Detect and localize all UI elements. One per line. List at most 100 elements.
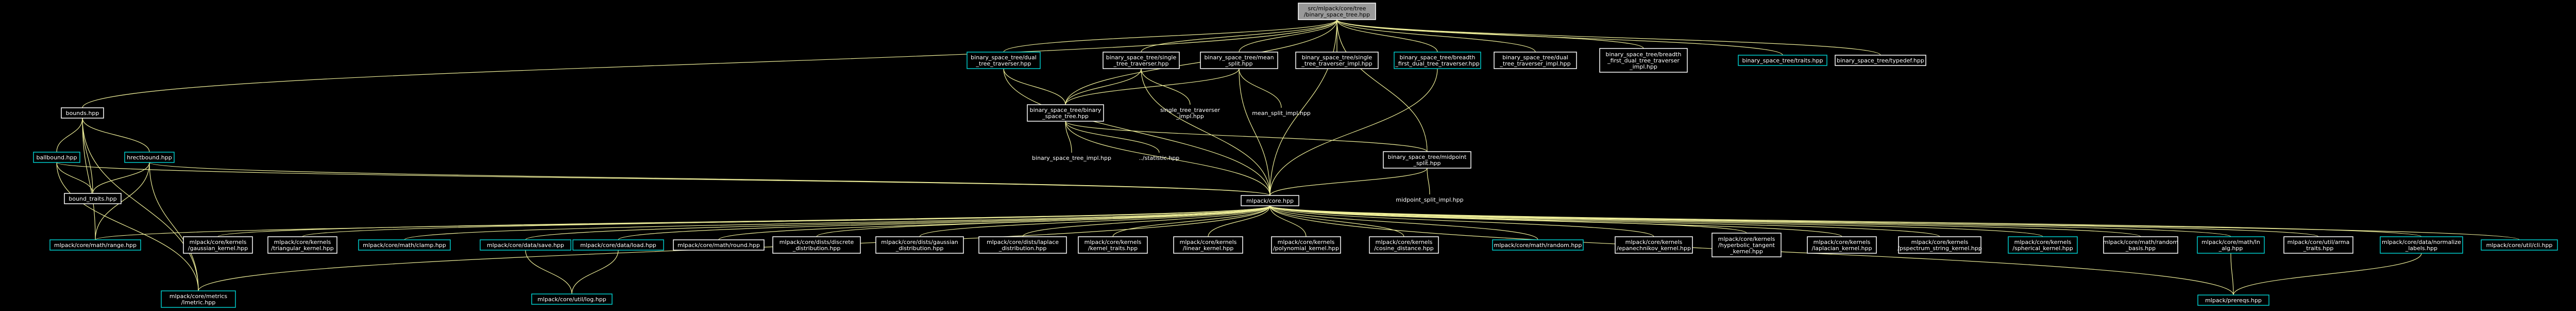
node-bstypedef[interactable]: binary_space_tree/typedef.hpp xyxy=(1835,55,1926,66)
node-label: binary_space_tree/typedef.hpp xyxy=(1837,57,1924,64)
node-random[interactable]: mlpack/core/math/random.hpp xyxy=(1492,239,1584,251)
edge-core-normlabels xyxy=(1269,205,2422,237)
node-clamp[interactable]: mlpack/core/math/clamp.hpp xyxy=(358,239,451,251)
node-meanimpl[interactable]: mean_split_impl.hpp xyxy=(1252,110,1311,117)
node-box xyxy=(124,152,175,163)
node-epan[interactable]: mlpack/core/kernels/epanechnikov_kernel.… xyxy=(1615,236,1693,254)
edge-bsbinary-core xyxy=(1065,121,1270,196)
edge-hrectbound-core xyxy=(149,162,1270,196)
node-bsdualimpl[interactable]: binary_space_tree/dual_tree_traverser_im… xyxy=(1494,52,1577,69)
node-triangular[interactable]: mlpack/core/kernels/triangular_kernel.hp… xyxy=(267,236,337,254)
node-bsdual[interactable]: binary_space_tree/dual_tree_traverser.hp… xyxy=(967,52,1041,69)
node-box xyxy=(1898,236,1981,254)
node-label: /lmetric.hpp xyxy=(181,299,216,306)
node-label: mlpack/core/math/clamp.hpp xyxy=(363,242,446,249)
node-core[interactable]: mlpack/core.hpp xyxy=(1241,195,1299,206)
node-discrete[interactable]: mlpack/core/dists/discrete_distribution.… xyxy=(772,236,861,254)
node-box xyxy=(480,239,571,251)
node-box xyxy=(1298,3,1376,20)
node-box xyxy=(1383,151,1471,169)
node-sfinae[interactable]: mlpack/core/util/cli.hpp xyxy=(2481,239,2558,251)
node-linear[interactable]: mlpack/core/kernels/linear_kernel.hpp xyxy=(1173,236,1243,254)
edge-bsmean-core xyxy=(1239,68,1270,196)
edge-bsbinary-bsimpl xyxy=(1065,121,1072,153)
node-label: mlpack/core/data/load.hpp xyxy=(580,242,656,249)
node-box xyxy=(267,236,337,254)
node-bssingle[interactable]: binary_space_tree/single_tree_traverser.… xyxy=(1103,52,1180,69)
node-label: _distribution.hpp xyxy=(998,245,1047,252)
node-bsbinary[interactable]: binary_space_tree/binary_space_tree.hpp xyxy=(1027,104,1104,122)
node-box xyxy=(1295,52,1379,69)
node-singleimpl[interactable]: single_tree_traverser_impl.hpp xyxy=(1160,107,1221,120)
node-box xyxy=(978,236,1067,254)
node-root[interactable]: src/mlpack/core/tree/binary_space_tree.h… xyxy=(1298,3,1376,20)
node-midimpl[interactable]: midpoint_split_impl.hpp xyxy=(1396,197,1463,203)
node-label: mlpack/core/math/random.hpp xyxy=(1494,242,1582,249)
node-bsimpl[interactable]: binary_space_tree_impl.hpp xyxy=(1032,155,1111,161)
node-arma[interactable]: mlpack/core/util/arma_traits.hpp xyxy=(2283,236,2353,254)
edge-bounds-ballbound xyxy=(56,118,83,153)
dependency-edges xyxy=(56,19,2520,296)
node-box xyxy=(967,52,1041,69)
node-box xyxy=(531,293,613,305)
node-label: mlpack/core/dists/gaussian xyxy=(881,239,958,245)
node-lmetric[interactable]: mlpack/core/metrics/lmetric.hpp xyxy=(161,290,236,308)
edge-core-linear xyxy=(1208,205,1270,237)
node-bstraits[interactable]: binary_space_tree/traits.hpp xyxy=(1738,55,1827,66)
node-box xyxy=(49,239,141,251)
node-box xyxy=(572,239,664,251)
node-label: _space_tree.hpp xyxy=(1042,113,1089,120)
node-label: _impl.hpp xyxy=(1176,113,1204,120)
edge-hrectbound-range xyxy=(95,162,150,240)
node-boundtraits[interactable]: bound_traits.hpp xyxy=(64,193,122,204)
edge-root-bstraits xyxy=(1336,19,1783,56)
node-randbasis[interactable]: mlpack/core/math/random_basis.hpp xyxy=(2103,236,2178,254)
node-box xyxy=(1271,236,1341,254)
node-bsbreadthimpl[interactable]: binary_space_tree/breadth_first_dual_tre… xyxy=(1599,48,1688,73)
node-lnalg[interactable]: mlpack/core/math/ln_alg.hpp xyxy=(2197,236,2265,254)
node-gaussian[interactable]: mlpack/core/kernels/gaussian_kernel.hpp xyxy=(183,236,253,254)
node-dataload[interactable]: mlpack/core/data/load.hpp xyxy=(572,239,664,251)
node-box xyxy=(2283,236,2353,254)
edge-core-epan xyxy=(1269,205,1654,237)
node-label: /triangular_kernel.hpp xyxy=(271,245,333,252)
node-bssingleimpl[interactable]: binary_space_tree/single_tree_traverser_… xyxy=(1295,52,1379,69)
node-laplacian[interactable]: mlpack/core/kernels/laplacian_kernel.hpp xyxy=(1807,236,1877,254)
node-prereqs[interactable]: mlpack/prereqs.hpp xyxy=(2197,294,2269,306)
node-string[interactable]: mlpack/core/util/log.hpp xyxy=(531,293,613,305)
node-box xyxy=(1807,236,1877,254)
edge-core-gaussian xyxy=(217,205,1270,237)
node-bsbreadth[interactable]: binary_space_tree/breadth_first_dual_tre… xyxy=(1394,52,1481,69)
file-nodes: src/mlpack/core/tree/binary_space_tree.h… xyxy=(33,3,2558,308)
node-bsmean[interactable]: binary_space_tree/mean_split.hpp xyxy=(1200,52,1278,69)
node-label: bound_traits.hpp xyxy=(69,195,116,202)
node-ballbound[interactable]: ballbound.hpp xyxy=(33,152,80,163)
node-box xyxy=(1027,104,1104,122)
node-box xyxy=(1241,195,1299,206)
node-box xyxy=(1103,52,1180,69)
node-normlabels[interactable]: mlpack/core/data/normalize_labels.hpp xyxy=(2380,236,2463,254)
node-cosine[interactable]: mlpack/core/kernels/cosine_distance.hpp xyxy=(1369,236,1439,254)
node-pspectrum[interactable]: mlpack/core/kernels/pspectrum_string_ker… xyxy=(1897,236,1982,254)
node-bounds[interactable]: bounds.hpp xyxy=(61,107,104,119)
node-label: bounds.hpp xyxy=(66,110,99,117)
node-label: /cosine_distance.hpp xyxy=(1374,245,1434,252)
node-statistic[interactable]: ../statistic.hpp xyxy=(1139,155,1179,161)
edge-core-discrete xyxy=(816,205,1270,237)
node-ktraits[interactable]: mlpack/core/kernels/kernel_traits.hpp xyxy=(1078,236,1148,254)
node-bsmidpoint[interactable]: binary_space_tree/midpoint_split.hpp xyxy=(1383,151,1471,169)
node-label: /epanechnikov_kernel.hpp xyxy=(1617,245,1691,252)
edge-core-laplacian xyxy=(1269,205,1842,237)
node-hyptan[interactable]: mlpack/core/kernels/hyperbolic_tangent_k… xyxy=(1711,233,1782,257)
node-range[interactable]: mlpack/core/math/range.hpp xyxy=(49,239,141,251)
edge-bsbinary-bsmidpoint xyxy=(1065,121,1428,152)
node-round[interactable]: mlpack/core/math/round.hpp xyxy=(673,239,765,251)
node-hrectbound[interactable]: hrectbound.hpp xyxy=(124,152,175,163)
node-polynomial[interactable]: mlpack/core/kernels/polynomial_kernel.hp… xyxy=(1271,236,1341,254)
node-gaussdist[interactable]: mlpack/core/dists/gaussian_distribution.… xyxy=(875,236,964,254)
node-box xyxy=(2481,239,2558,251)
node-spherical[interactable]: mlpack/core/kernels/spherical_kernel.hpp xyxy=(2008,236,2078,254)
node-datafile[interactable]: mlpack/core/data/save.hpp xyxy=(480,239,571,251)
node-label: /spherical_kernel.hpp xyxy=(2012,245,2073,252)
node-laplace[interactable]: mlpack/core/dists/laplace_distribution.h… xyxy=(978,236,1067,254)
